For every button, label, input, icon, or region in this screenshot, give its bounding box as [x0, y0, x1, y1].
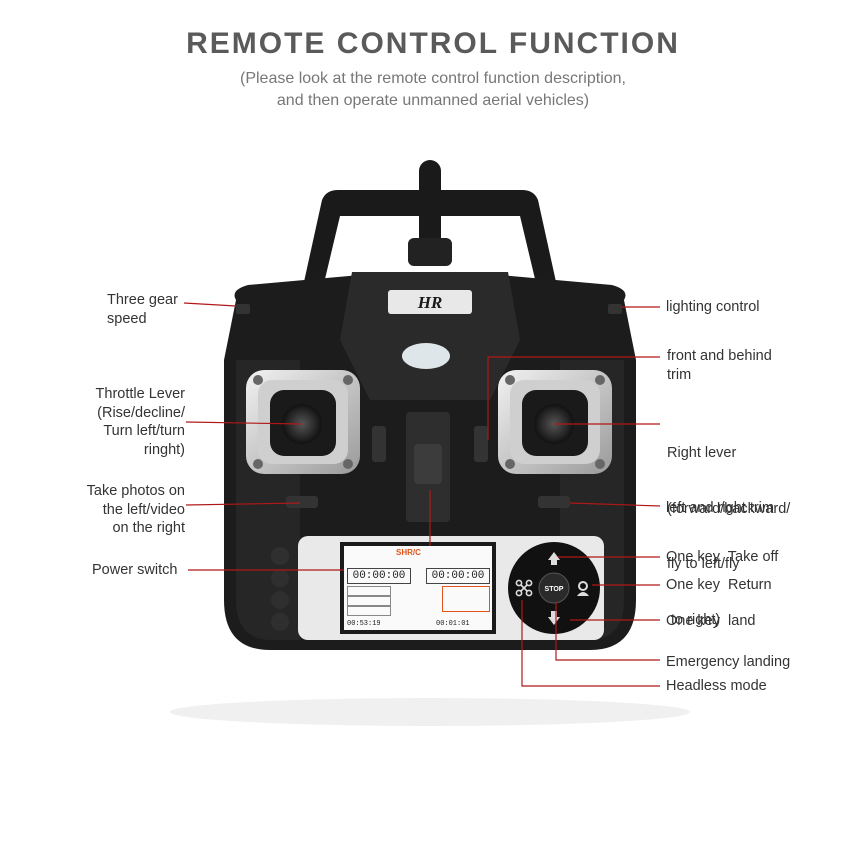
side-button[interactable]	[271, 591, 289, 609]
lcd-menu-row	[347, 596, 391, 606]
label-line: Turn left/turn	[103, 423, 185, 439]
label-take-photos: Take photos on the left/video on the rig…	[87, 482, 185, 538]
left-right-trim[interactable]	[538, 496, 570, 508]
label-throttle-lever: Throttle Lever (Rise/decline/ Turn left/…	[96, 385, 185, 459]
label-emergency-landing: Emergency landing	[666, 654, 791, 670]
label-three-gear-speed: Three gear speed	[107, 291, 178, 328]
side-button[interactable]	[271, 613, 289, 631]
leader-throttle	[185, 421, 303, 425]
top-center-panel	[340, 272, 520, 400]
label-line: front and behind	[667, 348, 772, 364]
takeoff-icon[interactable]	[548, 552, 560, 560]
label-one-key-takeoff: One key Take off	[666, 549, 779, 565]
three-gear-switch[interactable]	[236, 304, 250, 314]
label-line: Take photos on	[86, 483, 185, 499]
leader-photo	[185, 502, 301, 506]
shadow	[170, 698, 690, 726]
lcd-time-left: 00:53:19	[347, 620, 381, 628]
logo-plate	[388, 290, 472, 314]
lcd-brand: SHR/C	[396, 548, 421, 557]
subtitle-line: and then operate unmanned aerial vehicle…	[276, 92, 590, 109]
leader-emergency	[555, 602, 660, 661]
land-icon[interactable]	[548, 617, 560, 625]
lcd-timer-right: 00:00:00	[426, 568, 490, 584]
leader-lines	[183, 302, 661, 687]
lcd-menu-row	[347, 606, 391, 616]
label-left-right-trim: left and right trim	[666, 500, 774, 516]
side-button[interactable]	[271, 569, 289, 587]
logo-text: HR	[417, 293, 443, 312]
center-slider[interactable]	[414, 444, 442, 484]
subtitle: (Please look at the remote control funct…	[0, 68, 866, 112]
leader-three-gear	[183, 302, 237, 307]
label-front-behind-trim: front and behind trim	[667, 347, 772, 384]
label-one-key-return: One key Return	[666, 577, 772, 593]
leader-lr-trim	[569, 502, 661, 507]
label-lighting-control: lighting control	[666, 299, 760, 315]
label-line: the left/video	[102, 501, 185, 518]
carry-handle	[300, 190, 560, 300]
front-behind-trim[interactable]	[474, 426, 488, 462]
lcd-screen: SHR/C 00:00:00 00:00:00 00:53:19 00:01:0…	[344, 546, 492, 630]
side-button[interactable]	[271, 547, 289, 565]
label-line: to right)	[667, 611, 721, 628]
label-line: Throttle Lever	[95, 386, 185, 402]
label-line: on the right	[112, 520, 185, 536]
label-power-switch: Power switch	[92, 562, 178, 578]
subtitle-line: (Please look at the remote control funct…	[240, 70, 626, 87]
leader-headless	[521, 600, 660, 687]
lcd-timer-left: 00:00:00	[347, 568, 411, 584]
label-right-lever: Right lever (forward/backward/ fly to le…	[667, 407, 790, 648]
left-vertical-trim[interactable]	[372, 426, 386, 462]
label-line: Right lever	[667, 445, 737, 461]
land-icon-stem	[551, 611, 557, 617]
lcd-model-box	[442, 586, 490, 612]
stop-button[interactable]	[538, 572, 570, 604]
headless-mode-icon[interactable]	[515, 579, 533, 597]
label-line: (Rise/decline/	[97, 404, 185, 421]
label-line: fly to left/fly	[667, 556, 740, 572]
return-home-icon[interactable]	[577, 581, 589, 596]
photo-video-switch[interactable]	[286, 496, 318, 508]
lighting-switch[interactable]	[608, 304, 622, 314]
label-one-key-land: One key land	[666, 613, 756, 629]
label-line: trim	[667, 366, 692, 383]
power-led	[402, 343, 450, 369]
label-line: (forward/backward/	[667, 500, 791, 517]
label-line: speed	[107, 310, 147, 327]
leader-front-behind	[487, 356, 660, 440]
label-line: Three gear	[107, 292, 178, 308]
takeoff-icon-stem	[551, 560, 557, 565]
stop-button-label: STOP	[545, 586, 564, 593]
label-line: ringht)	[143, 441, 185, 458]
lcd-time-right: 00:01:01	[436, 620, 470, 628]
lcd-menu-row	[347, 586, 391, 596]
label-headless-mode: Headless mode	[666, 678, 767, 694]
page-title: REMOTE CONTROL FUNCTION	[186, 27, 680, 60]
